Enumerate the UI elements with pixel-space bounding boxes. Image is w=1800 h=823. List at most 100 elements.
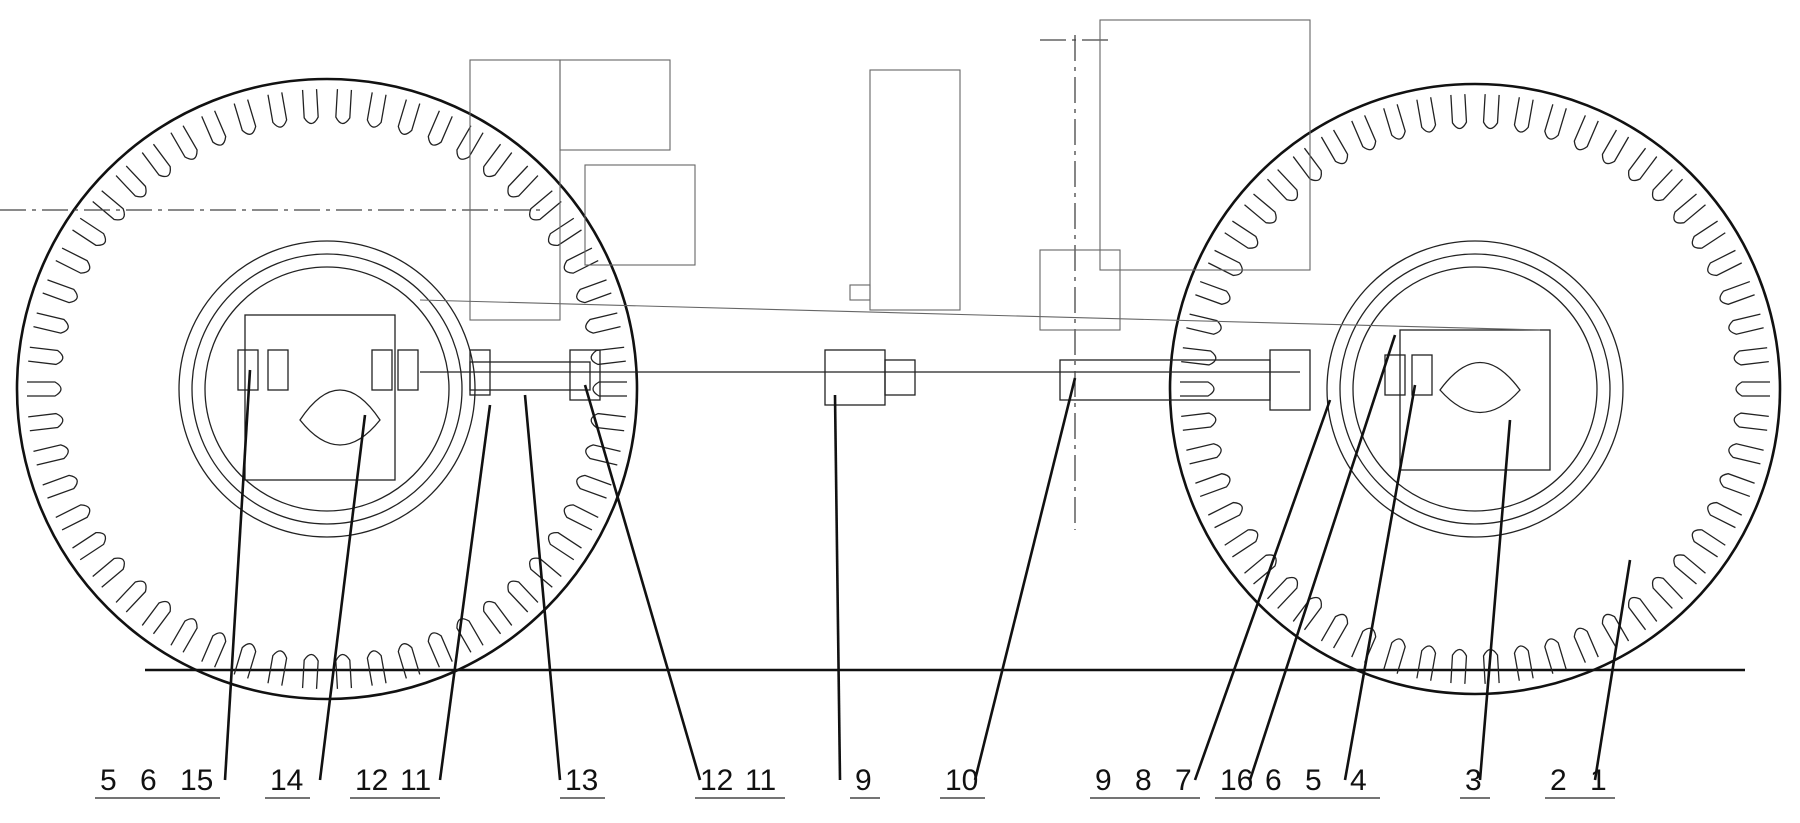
tread-lug: [576, 474, 612, 499]
tread-lug: [1416, 645, 1437, 681]
tread-lug: [1320, 129, 1349, 165]
left-bolt-b: [267, 349, 289, 391]
leader-14: [318, 414, 367, 781]
tread-lug: [1573, 627, 1599, 663]
tread-lug: [335, 653, 353, 689]
callout-3: 3: [1465, 764, 1482, 797]
tread-lug: [28, 412, 64, 432]
left-rim-inner: [204, 266, 450, 512]
tread-lug: [1733, 347, 1769, 366]
leader-10: [973, 377, 1077, 781]
tread-lug: [1181, 412, 1217, 431]
left-rim-ring: [191, 253, 463, 525]
tread-lug: [1651, 169, 1684, 202]
tread-lug: [42, 474, 78, 499]
leader-3: [1478, 419, 1512, 781]
leader-16: [1248, 334, 1397, 781]
left-bolt-d: [397, 349, 419, 391]
tread-lug: [1320, 613, 1349, 649]
tread-lug: [585, 444, 621, 466]
tread-lug: [141, 143, 172, 178]
rear-universal-joint: [1269, 349, 1311, 411]
callout-12b: 12: [700, 764, 733, 797]
tread-lug: [397, 643, 421, 679]
cab-outline: [1099, 19, 1311, 271]
tread-lug: [1195, 280, 1231, 305]
callout-10: 10: [945, 764, 978, 797]
tread-lug: [1733, 412, 1769, 431]
tread-lug: [547, 532, 582, 561]
tread-lug: [1627, 596, 1658, 631]
center-frame-box: [869, 69, 961, 311]
leader-13: [523, 394, 562, 781]
tread-lug: [55, 247, 91, 274]
tread-lug: [1244, 193, 1277, 224]
tread-lug: [1728, 443, 1764, 465]
tread-lug: [1601, 129, 1630, 165]
tread-lug: [1416, 97, 1437, 133]
tread-lug: [507, 165, 539, 198]
leader-1: [1593, 559, 1632, 781]
callout-13: 13: [565, 764, 598, 797]
tread-lug: [1482, 94, 1500, 130]
callout-6a: 6: [140, 764, 157, 797]
tread-lug: [528, 190, 562, 221]
tread-lug: [1544, 104, 1567, 140]
tread-lug: [366, 92, 387, 128]
rear-propshaft: [1059, 359, 1271, 401]
right-tire-outline: [1168, 82, 1782, 696]
tread-lug: [1351, 627, 1377, 663]
left-tire-tread: [27, 89, 627, 689]
left-rim-outer: [178, 240, 476, 538]
tread-lug: [507, 580, 539, 613]
tread-lug: [1601, 613, 1630, 649]
tread-lug: [1224, 529, 1259, 558]
frame-rail: [419, 299, 1541, 331]
tread-lug: [170, 618, 198, 653]
callout-2: 2: [1550, 764, 1567, 797]
callout-12a: 12: [355, 764, 388, 797]
tread-lug: [33, 444, 69, 466]
tread-lug: [201, 110, 227, 146]
tread-lug: [28, 346, 64, 366]
tread-lug: [1673, 193, 1706, 224]
tread-lug: [33, 312, 69, 334]
tread-lug: [1266, 576, 1299, 609]
center-flange: [884, 359, 916, 396]
center-fitting: [849, 284, 871, 301]
tread-lug: [1728, 313, 1764, 335]
leader-9a: [833, 394, 842, 781]
right-tire-tread: [1180, 94, 1770, 684]
callout-9a: 9: [855, 764, 872, 797]
tread-lug: [1719, 280, 1755, 305]
tread-lug: [233, 99, 257, 135]
callout-8: 8: [1135, 764, 1152, 797]
left-hub-housing: [244, 314, 396, 481]
tread-lug: [301, 89, 319, 125]
tread-lug: [482, 600, 513, 635]
tread-lug: [267, 650, 288, 686]
tread-lug: [92, 557, 126, 588]
tread-lug: [1707, 501, 1743, 529]
tread-lug: [201, 632, 227, 668]
tread-lug: [1292, 147, 1323, 182]
tread-lug: [1673, 554, 1706, 585]
chassis-frame: [0, 19, 1541, 530]
callout-4: 4: [1350, 764, 1367, 797]
callout-7: 7: [1175, 764, 1192, 797]
front-propshaft: [469, 361, 591, 391]
callout-11b: 11: [745, 764, 776, 797]
tread-lug: [1186, 443, 1222, 465]
tread-lug: [42, 279, 78, 304]
left-hub-cap: [299, 389, 381, 446]
tread-lug: [547, 217, 582, 246]
left-frame-upper: [559, 59, 671, 151]
right-rim-outer: [1326, 240, 1624, 538]
tread-lug: [1691, 529, 1726, 558]
tread-lug: [1450, 94, 1468, 130]
tread-lug: [1627, 147, 1658, 182]
callout-11a: 11: [400, 764, 431, 797]
tread-lug: [1351, 115, 1377, 151]
tread-lug: [563, 504, 599, 531]
